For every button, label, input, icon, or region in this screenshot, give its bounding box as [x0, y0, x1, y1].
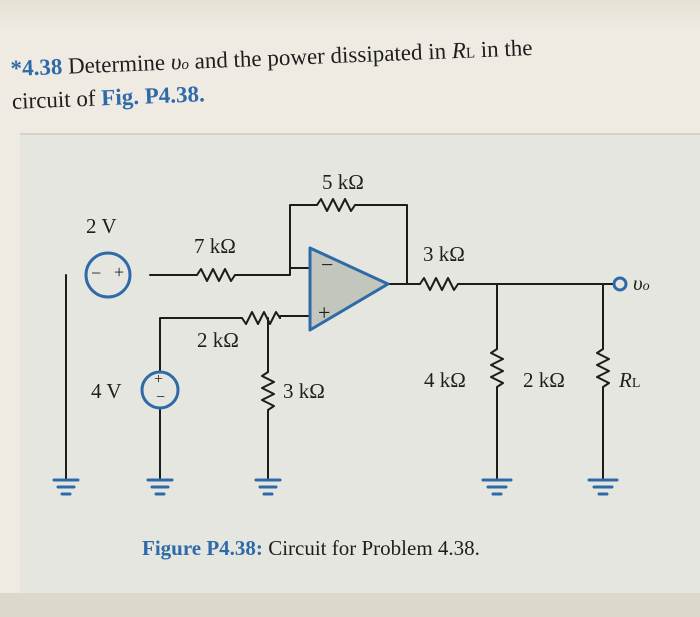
- wire-7k-to-inverting: [234, 267, 311, 276]
- output-terminal: [612, 276, 628, 292]
- resistor-rl: [596, 348, 610, 481]
- r-feedback-label: 5 kΩ: [322, 170, 364, 194]
- output-voltage-subscript: o: [642, 279, 650, 294]
- resistor-2k: [241, 311, 281, 325]
- r-load-subscript: L: [631, 376, 641, 391]
- page-top-edge: [0, 0, 700, 30]
- r-2k-label: 2 kΩ: [197, 328, 239, 352]
- ground-icon: [146, 478, 174, 496]
- opamp-noninverting-sign: +: [318, 300, 331, 325]
- r-3k-series-label: 3 kΩ: [423, 242, 465, 266]
- figure-caption-label: Figure P4.38:: [142, 536, 263, 560]
- r-load-label: RL: [619, 368, 640, 393]
- ground-icon: [52, 478, 80, 496]
- r-4k-label: 4 kΩ: [424, 368, 466, 392]
- resistor-7k: [196, 268, 236, 282]
- r-7k-label: 7 kΩ: [194, 234, 236, 258]
- figure-caption: Figure P4.38: Circuit for Problem 4.38.: [142, 536, 480, 561]
- source-2v-label: 2 V: [86, 214, 117, 238]
- r-2k-shunt-label: 2 kΩ: [523, 368, 565, 392]
- source-2v-minus: −: [91, 263, 102, 283]
- resistor-5k: [316, 198, 356, 212]
- source-4v-label: 4 V: [91, 379, 122, 403]
- voltage-source-left: [140, 370, 180, 410]
- wire-feedback-left: [289, 204, 318, 269]
- source-4v-plus: +: [154, 371, 164, 388]
- voltage-source-top: [84, 251, 132, 299]
- resistor-3k-series: [419, 277, 459, 291]
- opamp-inverting-sign: −: [321, 252, 334, 277]
- figure-caption-text: Circuit for Problem 4.38.: [268, 536, 480, 560]
- resistor-4k: [490, 348, 504, 481]
- output-voltage-label: υo: [633, 271, 650, 296]
- source-2v-plus: +: [114, 262, 125, 282]
- ground-icon: [254, 478, 282, 496]
- resistor-3k-ground: [261, 371, 275, 481]
- wire-2k-to-src2: [159, 317, 243, 373]
- figure-panel: [20, 133, 700, 595]
- r-load-symbol: R: [619, 368, 632, 392]
- page-bottom-edge: [0, 593, 700, 617]
- source-4v-minus: −: [156, 389, 166, 406]
- r-3k-ground-label: 3 kΩ: [283, 379, 325, 403]
- ground-icon: [481, 478, 513, 496]
- output-voltage-symbol: υ: [633, 271, 643, 295]
- opamp-triangle: [308, 246, 390, 332]
- wire-feedback-right: [354, 204, 408, 285]
- ground-icon: [587, 478, 619, 496]
